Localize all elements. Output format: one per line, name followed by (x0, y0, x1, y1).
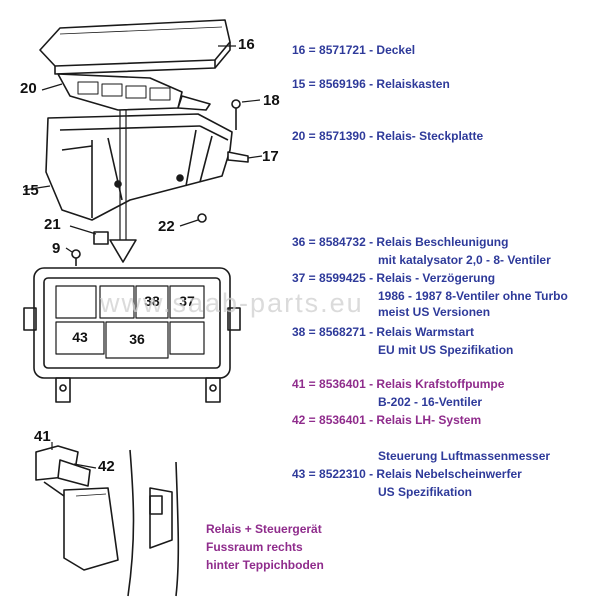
legend-41: 41 = 8536401 - Relais Krafstoffpumpe (292, 377, 505, 391)
relay-slot-37: 37 (179, 293, 195, 309)
callout-42: 42 (98, 458, 115, 475)
callout-17: 17 (262, 148, 279, 165)
callout-22: 22 (158, 218, 175, 235)
relay-box-top-view (23, 267, 241, 403)
assembly-arrow (109, 110, 137, 263)
legend-42-detail: Steuerung Luftmassenmesser (378, 449, 551, 463)
legend-16: 16 = 8571721 - Deckel (292, 43, 416, 57)
legend-37-detail: 1986 - 1987 8-Ventiler ohne Turbo (378, 289, 568, 303)
watermark: www.saab-parts.eu (100, 288, 364, 318)
location-note-line2: Fussraum rechts (206, 540, 303, 554)
callout-16: 16 (238, 36, 255, 53)
location-note-line3: hinter Teppichboden (206, 558, 324, 572)
relay-slot-43: 43 (72, 329, 88, 345)
callout-41: 41 (34, 428, 51, 445)
legend-41-detail: B-202 - 16-Ventiler (378, 395, 483, 409)
legend-36-detail: mit katalysator 2,0 - 8- Ventiler (378, 253, 551, 267)
legend-20: 20 = 8571390 - Relais- Steckplatte (292, 129, 484, 143)
footwell-relays-view (35, 442, 180, 597)
callout-18: 18 (263, 92, 280, 109)
legend-43-detail: US Spezifikation (378, 485, 473, 499)
lid-part (39, 19, 231, 75)
legend-15: 15 = 8569196 - Relaiskasten (292, 77, 450, 91)
legend-42: 42 = 8536401 - Relais LH- System (292, 413, 482, 427)
legend-38-detail: EU mit US Spezifikation (378, 343, 514, 357)
callout-20: 20 (20, 80, 37, 97)
relay-slot-38: 38 (144, 293, 160, 309)
legend-43: 43 = 8522310 - Relais Nebelscheinwerfer (292, 467, 522, 481)
location-note-line1: Relais + Steuergerät (206, 522, 322, 536)
callout-9: 9 (52, 240, 61, 257)
relay-box-housing-part (45, 113, 233, 221)
legend-37-note: meist US Versionen (378, 305, 491, 319)
relay-slot-36: 36 (129, 331, 145, 347)
callout-21: 21 (44, 216, 61, 233)
legend-37: 37 = 8599425 - Relais - Verzögerung (292, 271, 496, 285)
relay-plate-part (57, 73, 211, 111)
legend-38: 38 = 8568271 - Relais Warmstart (292, 325, 474, 339)
callout-15: 15 (22, 182, 39, 199)
legend-36: 36 = 8584732 - Relais Beschleunigung (292, 235, 509, 249)
